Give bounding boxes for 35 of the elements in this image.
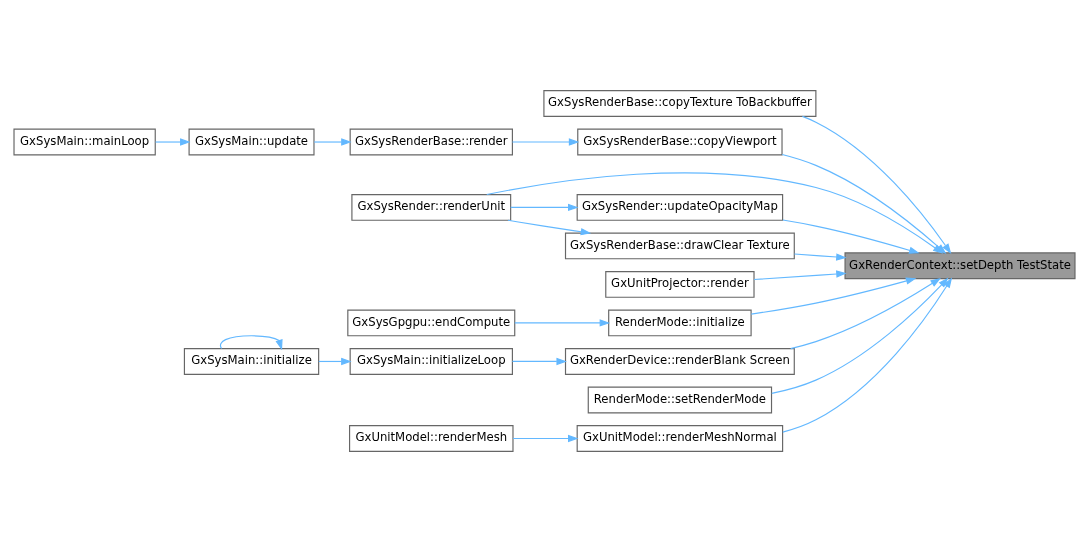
node-box: GxSysRenderBase::drawClear Texture bbox=[564, 232, 795, 259]
node-box: GxSysMain::initialize bbox=[183, 347, 320, 375]
arrow bbox=[313, 137, 352, 146]
arrow bbox=[318, 357, 352, 365]
arrow bbox=[486, 171, 944, 254]
node-box: GxSysMain::mainLoop bbox=[13, 128, 156, 155]
arrow bbox=[782, 276, 953, 433]
node-box: RenderMode::setRenderMode bbox=[587, 386, 773, 413]
node-box: GxSysMain::update bbox=[188, 128, 315, 155]
node-box: GxSysRenderBase::copyTexture ToBackbuffer bbox=[543, 89, 817, 117]
arrow bbox=[511, 357, 567, 365]
arrow bbox=[793, 252, 847, 261]
node-box: RenderMode::initialize bbox=[608, 309, 752, 336]
arrow bbox=[771, 276, 949, 394]
node-box: GxUnitProjector::render bbox=[605, 270, 755, 298]
node-box: GxRenderDevice::renderBlank Screen bbox=[564, 347, 795, 375]
arrow bbox=[782, 218, 920, 254]
arrow bbox=[753, 269, 847, 280]
arrow bbox=[511, 137, 580, 146]
node-box: GxUnitModel::renderMeshNormal bbox=[576, 424, 784, 452]
arrow bbox=[155, 137, 191, 146]
node-box: GxSysRenderBase::copyViewport bbox=[577, 128, 783, 155]
arrow bbox=[507, 219, 592, 235]
arrow bbox=[750, 276, 917, 315]
node-box: GxSysRenderBase::render bbox=[349, 128, 513, 155]
node-box: GxSysRender::updateOpacityMap bbox=[576, 193, 784, 221]
arrow bbox=[510, 203, 579, 211]
node-box: GxRenderContext::setDepth TestState bbox=[844, 251, 1076, 279]
node-box: GxUnitModel::renderMesh bbox=[349, 424, 514, 452]
arrow bbox=[514, 318, 611, 327]
node-box: GxSysMain::initializeLoop bbox=[349, 347, 513, 375]
arrow bbox=[512, 434, 579, 442]
node-box: GxSysGpgpu::endCompute bbox=[347, 309, 516, 336]
node-box: GxSysRender::renderUnit bbox=[351, 193, 512, 221]
arrow bbox=[790, 277, 941, 349]
